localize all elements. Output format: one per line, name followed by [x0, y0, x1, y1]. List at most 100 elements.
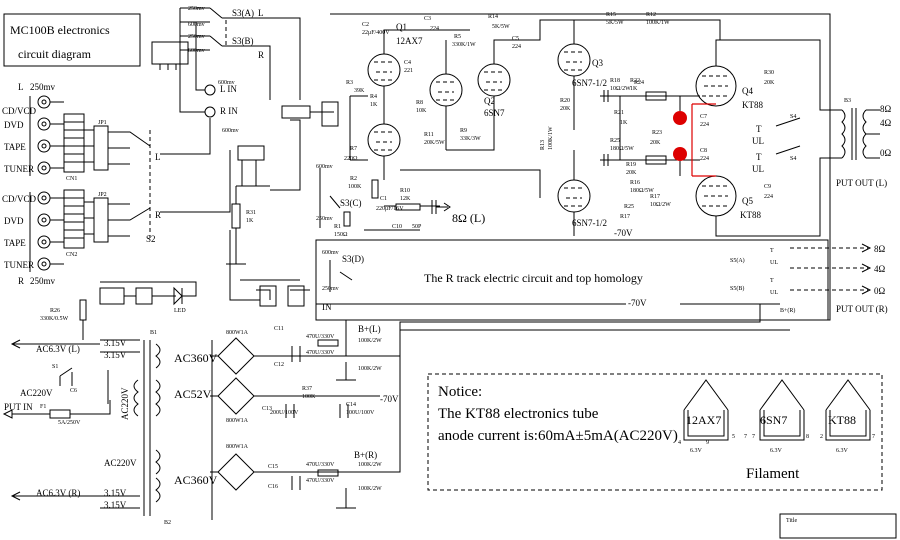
put-in-label: PUT IN: [4, 402, 33, 412]
pot-w-label: R31: [246, 210, 256, 216]
tube-icon: [557, 179, 591, 213]
s4-label-a: S4: [790, 114, 796, 120]
tube-icon: [367, 53, 401, 87]
filament-12ax7-volt: 6.3V: [690, 448, 703, 454]
tube-icon: [695, 65, 737, 107]
fuse-label: F1: [40, 404, 46, 410]
homology-note: The R track electric circuit and top hom…: [424, 271, 643, 285]
tube-q3: Q3 6SN7-1/2 6SN7-1/2 R13 100K/1W R20 20K…: [316, 12, 831, 321]
s5b-label: S5(B): [730, 285, 744, 292]
ac220-in: AC220V: [20, 388, 53, 398]
r4-value: 1K: [370, 102, 378, 108]
r11-value: 5K/5W: [492, 24, 510, 30]
out-bottom-8ohm: 8Ω: [874, 244, 886, 254]
bias-neg70-a: -70V: [614, 228, 633, 238]
bridge-a-label: 800W1A: [226, 330, 249, 336]
c2-value: 224: [430, 26, 439, 32]
q1-c1v: 22μF/400V: [362, 30, 390, 36]
bias-neg70-c: -70V: [380, 394, 399, 404]
tube-icon: [557, 43, 591, 77]
r31-label: R17: [650, 194, 660, 200]
input-block: L 250mv R 250mv CD/VCD DVD TAPE TUNER CN…: [2, 82, 231, 286]
r10-value: 12K: [400, 196, 411, 202]
filament-6sn7: 6SN7 6.3V 7 8: [752, 379, 809, 454]
input-relay: [151, 41, 189, 65]
s3d-label: S3(D): [342, 254, 364, 264]
r-channel-block: The R track electric circuit and top hom…: [229, 230, 888, 321]
c6-label: C6: [70, 388, 77, 394]
r6-value: 220Ω: [344, 156, 358, 162]
r12-label: R13: [540, 140, 546, 150]
tube-q1: Q1 12AX7 C2 22μF/400V: [349, 22, 470, 180]
selector-r-label: R: [155, 210, 161, 220]
v315-a: 3.15V: [104, 338, 127, 348]
cn2-label: CN2: [66, 252, 77, 258]
bridge-rectifier-icon: [217, 337, 255, 375]
c10-value: 50P: [412, 224, 422, 230]
res-100k-c: 100K/2W: [358, 462, 382, 468]
bplus-r-label: B+(R): [780, 307, 795, 314]
jack-icon: [37, 191, 51, 205]
level-250-c: 250mv: [316, 216, 333, 222]
cn1-label: CN1: [66, 176, 77, 182]
pin-6sn7-a: 7: [752, 434, 755, 440]
r-input-relay: [259, 285, 277, 307]
bplus-l: B+(L): [358, 324, 381, 334]
c5-label: R11: [424, 132, 434, 138]
c4-value: 224: [512, 44, 521, 50]
jack-connector-cn2: [63, 189, 85, 249]
resistor-icon: [317, 339, 339, 347]
resistor-icon: [371, 179, 379, 199]
led-icon: [173, 286, 183, 306]
tube-q5: Q5 KT88: [695, 175, 770, 237]
r8-label: R8: [416, 100, 423, 106]
q2-type: 6SN7: [484, 108, 505, 118]
r7-label: C1: [380, 196, 387, 202]
r15-value: 100K/1W: [646, 20, 670, 26]
tube-icon: [367, 123, 401, 157]
relay-icon: [135, 287, 153, 305]
resistor-icon: [645, 155, 667, 165]
filament-12ax7: 12AX7 6.3V 4 9 5 7: [678, 379, 747, 454]
title-block: Title: [779, 513, 897, 539]
r18-label: C8: [700, 148, 707, 154]
transformer-core-icon: [143, 340, 151, 516]
transformer-coil-icon: [841, 109, 846, 159]
resistor-icon: [395, 203, 421, 211]
jp2-label: JP2: [98, 192, 107, 198]
jack-icon: [37, 117, 51, 131]
tap-ul-3: UL: [770, 260, 778, 266]
tube-icon: [695, 175, 737, 217]
filament-label: Filament: [746, 466, 800, 482]
filament-6sn7-volt: 6.3V: [770, 448, 783, 454]
s3a-label: S3(A): [232, 8, 254, 18]
jack-icon: [37, 95, 51, 109]
r17-label: C7: [700, 114, 707, 120]
q5-type: KT88: [740, 210, 761, 220]
jack-icon: [37, 257, 51, 271]
c10-label: C10: [392, 224, 402, 230]
arrow-left-icon: [10, 339, 100, 349]
volume-pot: [231, 203, 241, 229]
left-level-label: 250mv: [30, 82, 56, 92]
source-tape-r: TAPE: [4, 238, 26, 248]
title-block-label: Title: [786, 518, 797, 524]
r25-label: C9: [764, 184, 771, 190]
r23-label: R24: [634, 80, 644, 86]
out-top-0ohm: 0Ω: [880, 148, 892, 158]
feedback-label: 8Ω (L): [452, 211, 485, 225]
mains-plug-icon: [2, 409, 50, 419]
out-top-8ohm: 8Ω: [880, 104, 892, 114]
c15-label: C15: [268, 464, 278, 470]
bridge-rectifier-icon: [217, 453, 255, 491]
put-out-r: PUT OUT (R): [836, 304, 888, 314]
res-100k-a: 100K/2W: [358, 338, 382, 344]
jack-icon: [37, 213, 51, 227]
res-100k-d: 100K/2W: [358, 486, 382, 492]
r31-value: 10Ω/2W: [650, 202, 671, 208]
c3-label: C4: [404, 60, 411, 66]
q4-label: Q4: [742, 86, 753, 96]
selector-s2-label: S2: [146, 234, 156, 244]
right-level-label: 250mv: [30, 276, 56, 286]
q1-c1: C2: [362, 22, 369, 28]
